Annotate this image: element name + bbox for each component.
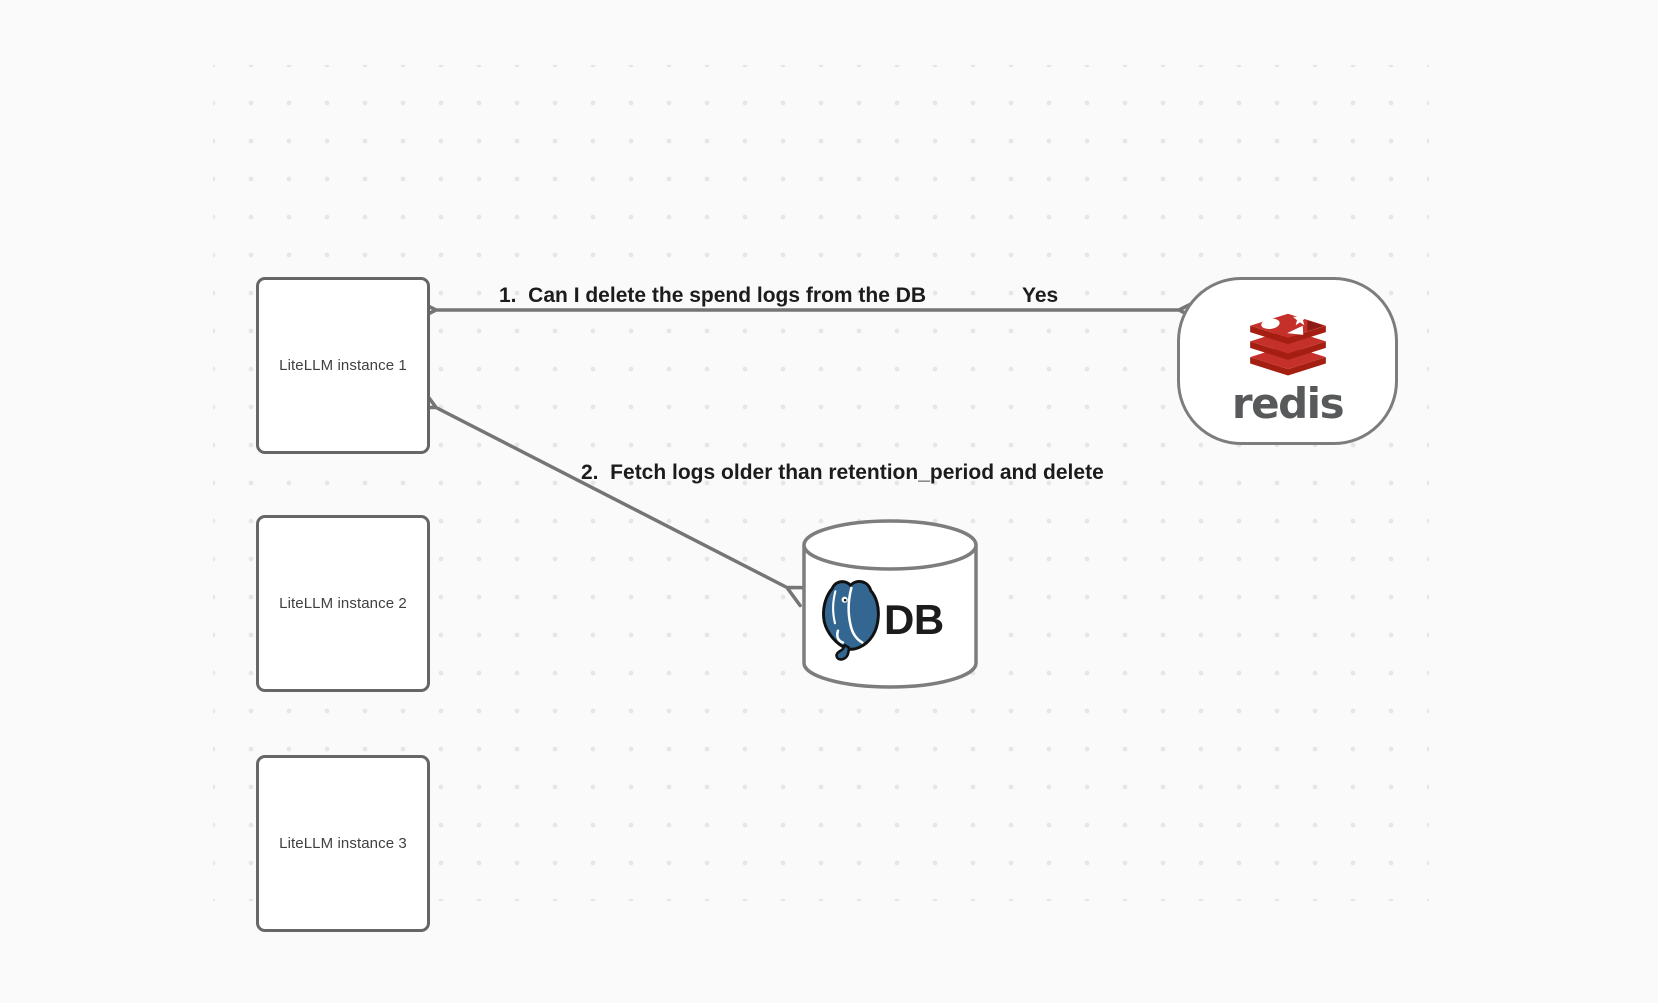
redis-wordmark: redis <box>1231 379 1345 428</box>
db-label: DB <box>884 596 944 643</box>
postgres-logo-icon <box>822 580 880 661</box>
node-litellm-instance-2[interactable]: LiteLLM instance 2 <box>256 515 430 692</box>
edge2-label[interactable]: 2. Fetch logs older than retention_perio… <box>581 461 1104 484</box>
node-label: LiteLLM instance 1 <box>279 357 407 374</box>
edge1-response-label[interactable]: Yes <box>1022 284 1059 307</box>
node-label: LiteLLM instance 3 <box>279 835 407 852</box>
node-database[interactable]: DB <box>800 517 980 693</box>
redis-logo-icon <box>1249 311 1326 376</box>
node-litellm-instance-1[interactable]: LiteLLM instance 1 <box>256 277 430 454</box>
node-litellm-instance-3[interactable]: LiteLLM instance 3 <box>256 755 430 932</box>
arrow-fetch-logs[interactable] <box>412 387 811 608</box>
node-redis[interactable]: redis <box>1177 277 1398 445</box>
edge1-label[interactable]: 1. Can I delete the spend logs from the … <box>499 284 927 307</box>
node-label: LiteLLM instance 2 <box>279 595 407 612</box>
